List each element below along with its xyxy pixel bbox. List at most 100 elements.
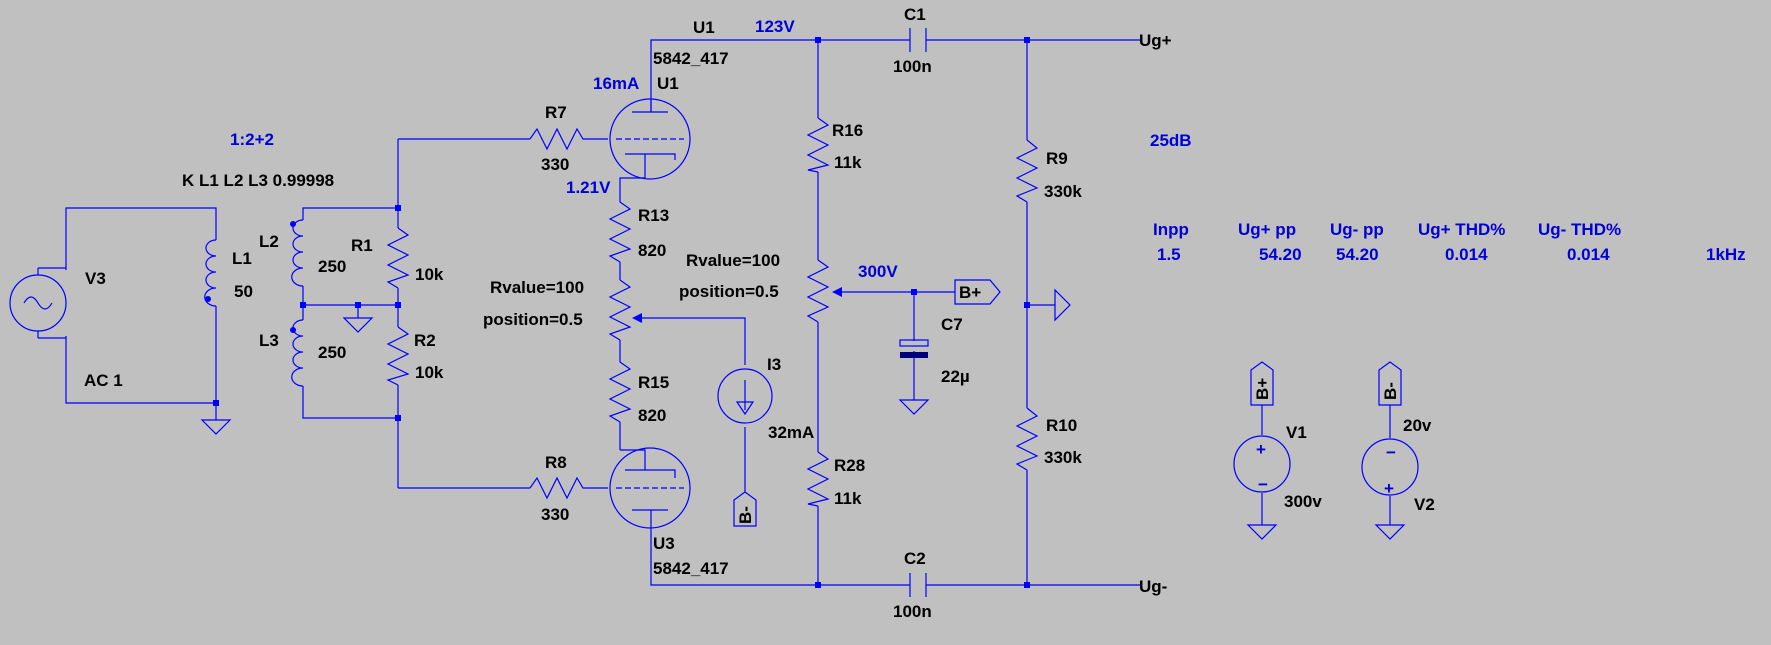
anode-voltage: 123V — [755, 17, 795, 36]
u3-name: U3 — [653, 534, 675, 553]
u1-model: 5842_417 — [653, 49, 729, 68]
meas-value: 54.20 — [1259, 245, 1302, 264]
meas-header: Ug+ pp — [1238, 220, 1296, 239]
r10-value: 330k — [1044, 448, 1082, 467]
i3-name: I3 — [767, 355, 781, 374]
port-b-minus-v2[interactable]: B- — [1378, 361, 1402, 406]
u1-name: U1 — [693, 18, 715, 37]
p1-line1: Rvalue=100 — [490, 278, 584, 297]
meas-header: Ug- THD% — [1538, 220, 1621, 239]
gain-label: 25dB — [1150, 131, 1192, 150]
l2-name: L2 — [259, 232, 279, 251]
current-source-i3[interactable]: I3 — [717, 355, 781, 424]
inductor-l3[interactable]: L3 250 — [259, 319, 346, 387]
r9-value: 330k — [1044, 182, 1082, 201]
r2-name: R2 — [414, 331, 436, 350]
potentiometer-p1[interactable]: Rvalue=100 position=0.5 — [483, 278, 642, 341]
r10-name: R10 — [1046, 416, 1077, 435]
tube-u1[interactable]: U1 5842_417 U1 — [609, 18, 729, 180]
ug-minus-label: Ug- — [1139, 577, 1167, 596]
ratio-directive: 1:2+2 — [230, 130, 274, 149]
b-minus-v2-label: B- — [1381, 382, 1400, 400]
meas-value: 0.014 — [1567, 245, 1610, 264]
l3-value: 250 — [318, 343, 346, 362]
resistor-r2[interactable]: R2 10k — [386, 326, 444, 386]
c2-name: C2 — [904, 549, 926, 568]
v2-value: 20v — [1403, 416, 1432, 435]
r8-value: 330 — [541, 505, 569, 524]
sink-current: 32mA — [768, 423, 814, 442]
port-b-plus-node[interactable]: B+ — [954, 279, 1001, 305]
annotations: 1:2+2 K L1 L2 L3 0.99998 123V 16mA 1.21V… — [182, 17, 1746, 442]
meas-header: Ug- pp — [1330, 220, 1384, 239]
capacitor-c7[interactable]: C7 22µ — [899, 315, 970, 386]
r2-value: 10k — [415, 363, 444, 382]
resistor-r28[interactable]: R28 11k — [806, 451, 865, 508]
meas-value: 54.20 — [1336, 245, 1379, 264]
l2-value: 250 — [318, 257, 346, 276]
b-plus-v1-label: B+ — [1253, 378, 1272, 400]
ground-symbols — [200, 288, 1406, 540]
port-ug-plus[interactable]: Ug+ — [1139, 31, 1172, 50]
r7-name: R7 — [545, 103, 567, 122]
potentiometer-p2[interactable]: Rvalue=100 position=0.5 — [679, 251, 842, 323]
inductor-l1[interactable]: L1 50 — [204, 239, 253, 307]
c7-name: C7 — [941, 315, 963, 334]
resistor-r15[interactable]: R15 820 — [608, 361, 669, 425]
capacitor-c1[interactable]: C1 100n — [893, 5, 932, 76]
source-v2[interactable]: − + V2 20v — [1361, 416, 1435, 514]
p2-line1: Rvalue=100 — [686, 251, 780, 270]
r28-name: R28 — [834, 456, 865, 475]
r7-value: 330 — [541, 155, 569, 174]
resistor-r9[interactable]: R9 330k — [1015, 139, 1082, 203]
r13-name: R13 — [638, 206, 669, 225]
u1-tag: U1 — [657, 74, 679, 93]
tube-u3[interactable]: U3 5842_417 — [609, 447, 729, 578]
frequency-label: 1kHz — [1706, 245, 1746, 264]
resistor-r10[interactable]: R10 330k — [1015, 407, 1082, 471]
l1-name: L1 — [232, 249, 252, 268]
p1-line2: position=0.5 — [483, 310, 583, 329]
supply-voltage: 300V — [858, 262, 898, 281]
resistor-r16[interactable]: R16 11k — [806, 117, 863, 173]
c1-name: C1 — [904, 5, 926, 24]
ug-plus-label: Ug+ — [1139, 31, 1172, 50]
resistor-r1[interactable]: R1 10k — [351, 227, 444, 289]
r16-name: R16 — [832, 121, 863, 140]
v1-value: 300v — [1284, 492, 1322, 511]
inductor-l2[interactable]: L2 250 — [259, 219, 346, 287]
r28-value: 11k — [834, 489, 862, 508]
source-v1[interactable]: + − V1 300v — [1233, 423, 1322, 511]
minus-icon: − — [1258, 475, 1268, 494]
r1-name: R1 — [351, 236, 373, 255]
resistor-r8[interactable]: R8 330 — [529, 453, 586, 524]
meas-value: 1.5 — [1157, 245, 1181, 264]
meas-header: Ug+ THD% — [1418, 220, 1505, 239]
minus-icon: − — [1386, 443, 1396, 462]
wires — [65, 39, 1391, 586]
capacitor-c2[interactable]: C2 100n — [893, 549, 932, 621]
port-ug-minus[interactable]: Ug- — [1139, 577, 1167, 596]
plus-icon: + — [1384, 479, 1394, 498]
source-v3[interactable]: V3 AC 1 — [9, 267, 123, 390]
p2-line2: position=0.5 — [679, 282, 779, 301]
v1-name: V1 — [1286, 423, 1307, 442]
r9-name: R9 — [1046, 149, 1068, 168]
u3-model: 5842_417 — [653, 559, 729, 578]
port-b-minus-i3[interactable]: B- — [733, 491, 757, 527]
resistor-r13[interactable]: R13 820 — [608, 201, 669, 263]
measurement-table: Inpp Ug+ pp Ug- pp Ug+ THD% Ug- THD% 1.5… — [1153, 220, 1621, 264]
cathode-voltage: 1.21V — [566, 178, 611, 197]
r15-name: R15 — [638, 373, 669, 392]
port-b-plus-v1[interactable]: B+ — [1250, 361, 1274, 406]
meas-value: 0.014 — [1445, 245, 1488, 264]
resistor-r7[interactable]: R7 330 — [529, 103, 586, 174]
r16-value: 11k — [834, 153, 862, 172]
r15-value: 820 — [638, 406, 666, 425]
c7-value: 22µ — [941, 367, 970, 386]
c1-value: 100n — [893, 57, 932, 76]
coupling-directive: K L1 L2 L3 0.99998 — [182, 171, 334, 190]
v3-name: V3 — [85, 269, 106, 288]
l1-value: 50 — [234, 282, 253, 301]
tube-current: 16mA — [593, 74, 639, 93]
